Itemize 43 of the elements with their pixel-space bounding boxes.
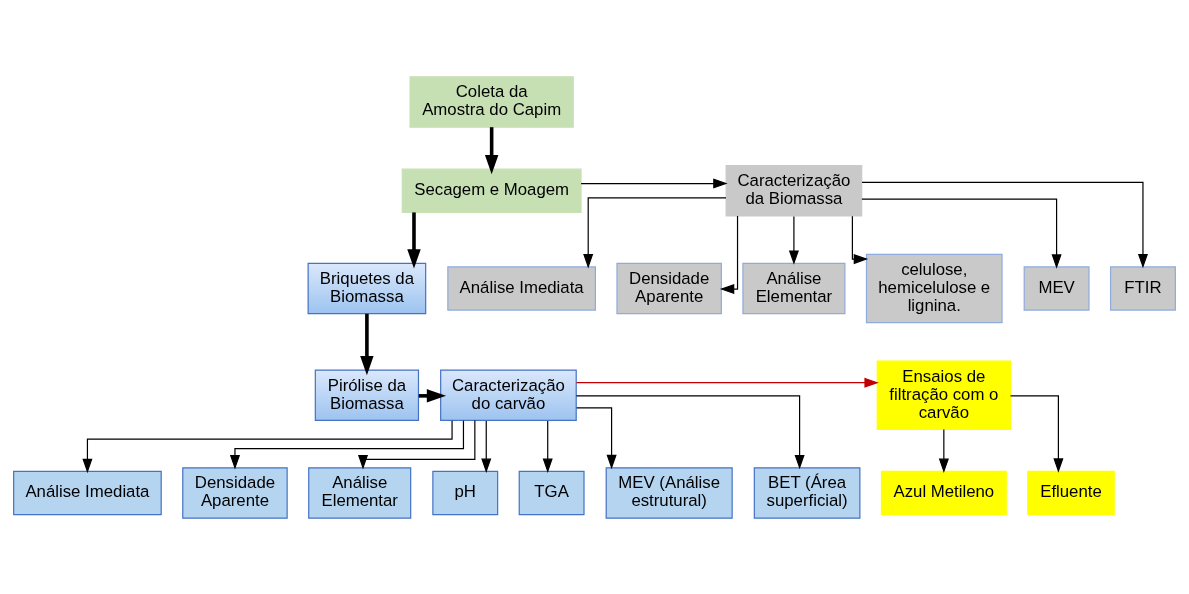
node-box: TGA — [518, 470, 585, 515]
arrow — [481, 419, 492, 473]
arrow — [575, 377, 879, 388]
node-box: Análise Imediata — [13, 470, 162, 515]
arrow — [542, 419, 553, 473]
node-box: Efluente — [1027, 470, 1115, 515]
node-box: FTIR — [1109, 265, 1176, 311]
arrow — [229, 419, 465, 470]
arrow — [576, 406, 617, 469]
node-box: Análise Imediata — [447, 265, 596, 311]
arrow — [575, 394, 805, 469]
arrow — [583, 196, 727, 268]
node-box: MEV — [1023, 265, 1090, 311]
node-box: pH — [432, 470, 499, 515]
arrow — [788, 215, 799, 265]
arrow — [357, 419, 476, 469]
arrow — [861, 198, 1062, 269]
node-box: Ensaios de filtração com o carvão — [876, 359, 1011, 430]
node-box: Caracterização do carvão — [440, 368, 577, 421]
node-box: Densidade Aparente — [182, 466, 288, 519]
arrow — [82, 419, 453, 473]
arrow — [861, 181, 1148, 268]
node-box: Densidade Aparente — [616, 262, 722, 314]
arrow — [719, 215, 739, 294]
arrow — [1009, 394, 1064, 473]
arrow — [418, 388, 447, 403]
node-box: Coleta da Amostra do Capim — [409, 75, 574, 128]
node-box: BET (Área superficial) — [753, 466, 861, 519]
node-box: Azul Metileno — [880, 470, 1007, 515]
arrow — [580, 178, 728, 189]
node-box: Pirólise da Biomassa — [314, 368, 420, 421]
node-box: Análise Elementar — [308, 466, 412, 519]
arrow — [407, 211, 421, 268]
node-box: Análise Elementar — [742, 262, 846, 314]
arrow — [360, 313, 374, 375]
arrow — [938, 428, 949, 473]
arrow — [484, 126, 499, 174]
node-box: Secagem e Moagem — [401, 168, 582, 213]
node-box: celulose, hemicelulose e lignina. — [865, 253, 1003, 323]
node-box: Briquetes da Biomassa — [307, 262, 427, 314]
arrow — [851, 215, 869, 264]
node-box: Caracterização da Biomassa — [725, 164, 863, 217]
node-box: MEV (Análise estrutural) — [605, 466, 733, 519]
